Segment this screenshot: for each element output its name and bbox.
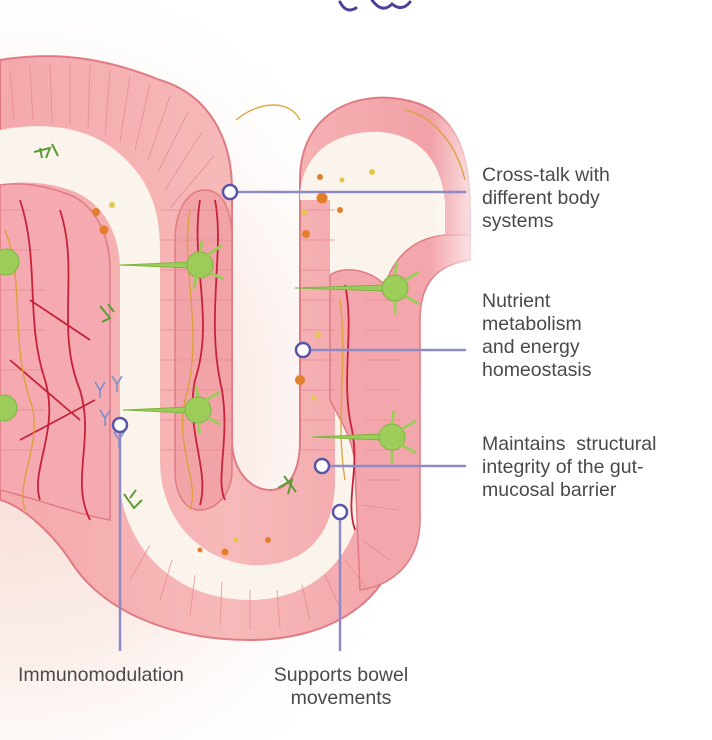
marker-immuno bbox=[113, 418, 127, 432]
annotation-line: and energy bbox=[482, 336, 591, 359]
annotation-nutrient-metabolism: Nutrient metabolism and energy homeostas… bbox=[482, 290, 591, 382]
annotation-line: Cross-talk with bbox=[482, 164, 610, 187]
annotation-bowel-movements: Supports bowel movements bbox=[256, 664, 426, 710]
annotation-line: systems bbox=[482, 210, 610, 233]
annotation-line: Maintains structural bbox=[482, 433, 656, 456]
annotation-line: different body bbox=[482, 187, 610, 210]
mucosa-core-left bbox=[0, 184, 110, 520]
marker-nutrient bbox=[296, 343, 310, 357]
annotation-immunomodulation: Immunomodulation bbox=[18, 664, 184, 687]
marker-cross-talk bbox=[223, 185, 237, 199]
annotation-cross-talk: Cross-talk with different body systems bbox=[482, 164, 610, 233]
annotation-line: Supports bowel bbox=[256, 664, 426, 687]
marker-bowel bbox=[333, 505, 347, 519]
annotation-line: metabolism bbox=[482, 313, 591, 336]
annotation-line: Nutrient bbox=[482, 290, 591, 313]
mucosa-core-center bbox=[175, 190, 232, 510]
annotation-line: movements bbox=[256, 687, 426, 710]
annotation-line: integrity of the gut- bbox=[482, 456, 656, 479]
annotation-barrier-integrity: Maintains structural integrity of the gu… bbox=[482, 433, 656, 502]
fade-right bbox=[430, 60, 490, 360]
annotation-line: mucosal barrier bbox=[482, 479, 656, 502]
annotation-line: homeostasis bbox=[482, 359, 591, 382]
annotation-line: Immunomodulation bbox=[18, 664, 184, 687]
marker-barrier bbox=[315, 459, 329, 473]
